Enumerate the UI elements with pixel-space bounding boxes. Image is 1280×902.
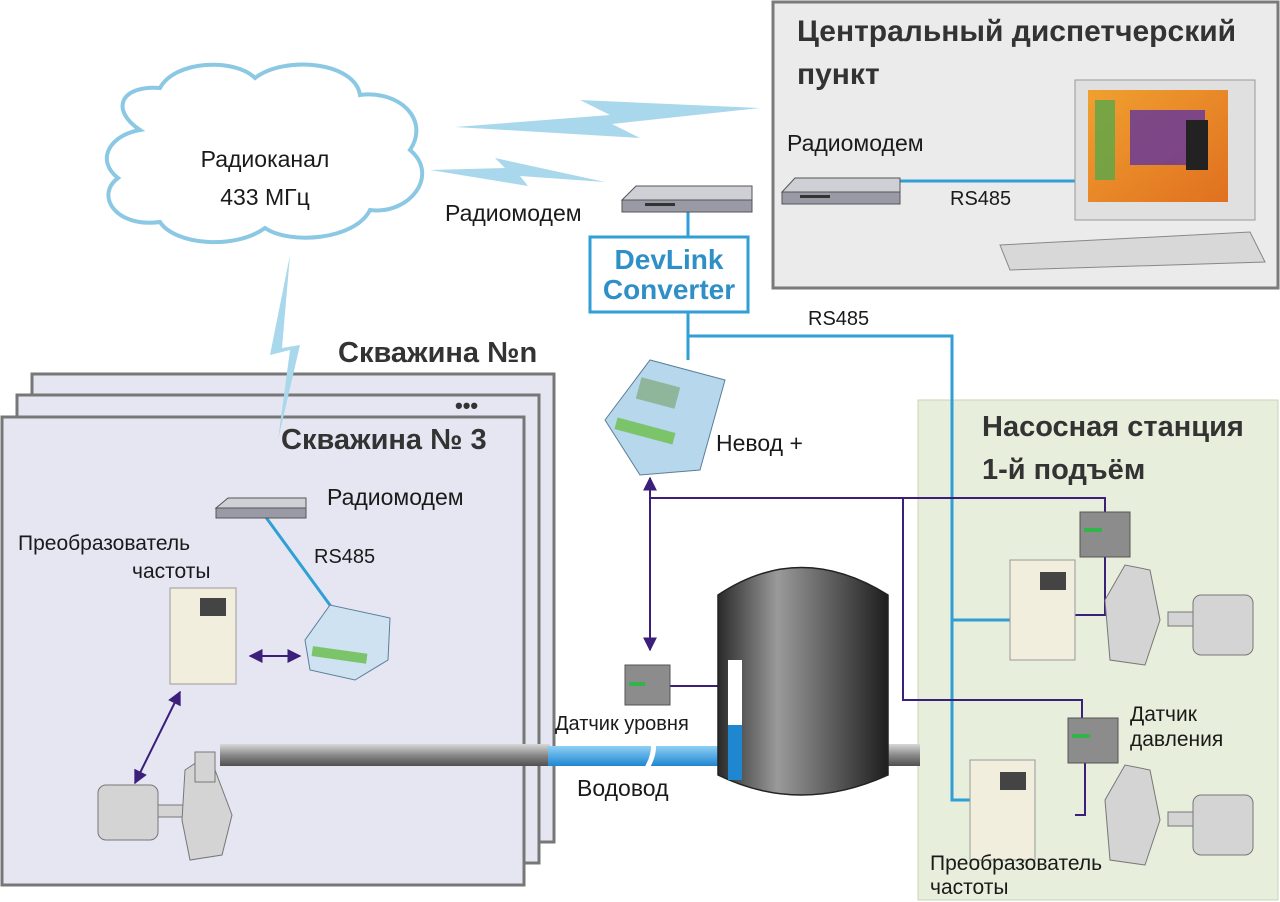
radio-beam-well (270, 255, 300, 440)
dispatch-title-line2: пункт (797, 58, 880, 91)
wells-ellipsis: ••• (455, 393, 479, 418)
top-modem-label: Радиомодем (445, 200, 582, 226)
pipeline-water (548, 746, 723, 766)
dispatch-title-line1: Центральный диспетчерский (797, 15, 1237, 48)
pipe-break-mark (643, 728, 656, 796)
pressure-sensor-box (1067, 717, 1119, 764)
level-sensor-label: Датчик уровня (555, 713, 689, 735)
pipeline-gray (220, 744, 550, 766)
computer-workstation (999, 79, 1266, 271)
pump-station-title-line1: Насосная станция (982, 411, 1244, 443)
signal-lines (134, 476, 1106, 816)
pressure-sensor-label-line2: давления (1130, 728, 1224, 751)
rs485-main-label: RS485 (808, 308, 870, 330)
nevod-label: Невод + (716, 430, 803, 456)
pipeline-outlet (880, 744, 920, 766)
water-tank (717, 566, 889, 796)
dispatch-modem (780, 177, 901, 205)
pipeline-label: Водовод (577, 775, 669, 801)
well-modem (214, 497, 307, 519)
pressure-sensor-label-line1: Датчик (1130, 703, 1197, 726)
well-vfd-label-line2: частоты (132, 560, 211, 583)
pump-vfd-top (1009, 559, 1076, 661)
level-sensor-box (624, 664, 671, 706)
top-modem (620, 185, 753, 213)
well-n-title: Скважина №n (338, 337, 538, 369)
well-pump-motor (97, 751, 233, 861)
converter-label-line2: Converter (602, 274, 736, 305)
radio-beam-top-modem (430, 158, 605, 186)
dispatch-modem-label: Радиомодем (787, 130, 924, 156)
pump-motor-bottom (1104, 764, 1254, 866)
rs485-lines (263, 179, 1075, 802)
pump-vfd-label-line2: частоты (930, 876, 1009, 899)
nevod-controller (604, 359, 726, 476)
well-vfd (169, 587, 237, 685)
pump-vfd-bottom (969, 759, 1036, 861)
dispatch-rs485-label: RS485 (950, 188, 1012, 210)
adam-module (304, 604, 391, 681)
pump-vfd-label-line1: Преобразователь (930, 852, 1103, 875)
pump-sensor-top (1079, 511, 1131, 558)
pump-station-title-line2: 1-й подъём (982, 454, 1146, 486)
well-rs485-label: RS485 (314, 546, 376, 568)
well-modem-label: Радиомодем (327, 484, 464, 510)
pump-motor-top (1104, 564, 1254, 666)
well-3-title: Скважина № 3 (281, 424, 487, 456)
radio-beam-dispatch (455, 100, 760, 138)
cloud-label-line2: 433 МГц (220, 184, 310, 210)
cloud-label-line1: Радиоканал (200, 146, 330, 172)
well-vfd-label-line1: Преобразователь (18, 532, 191, 555)
converter-label-line1: DevLink (614, 244, 724, 275)
devlink-converter-box (588, 235, 750, 314)
radio-cloud (104, 62, 425, 245)
